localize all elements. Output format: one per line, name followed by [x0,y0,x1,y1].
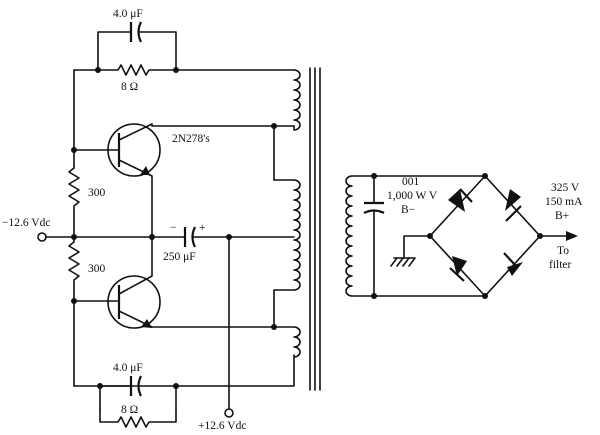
diode-2 [505,189,521,211]
label-cap-bottom: 4.0 μF [113,362,143,374]
label-cap-top: 4.0 μF [113,8,143,20]
labels: 4.0 μF 8 Ω 2N278's 300 −12.6 Vdc 300 − +… [2,8,583,432]
bottom-rc-network [73,354,295,428]
label-filter-cap-1: 001 [402,176,420,188]
cap-top-plate-right [137,21,142,43]
label-filter-cap-2: 1,000 W V [387,190,438,202]
mid-capacitor [151,226,295,418]
secondary-capacitor [363,173,385,299]
bias-network [37,69,153,387]
supply-terminal [224,408,234,418]
label-to: To [557,245,569,257]
label-cap-mid-plus: + [199,222,206,234]
label-supply: +12.6 Vdc [198,420,246,432]
input-terminal [37,232,47,242]
output-arrow [539,231,578,241]
diode-4 [507,262,523,276]
label-filter: filter [549,259,572,271]
bridge-rectifier [427,173,543,299]
resistor-bottom [99,408,177,428]
label-res-top: 8 Ω [121,81,138,93]
transformer-primary [271,69,301,358]
label-out-current: 150 mA [545,196,583,208]
top-rc-network [73,21,295,76]
diode-1 [448,189,465,212]
label-res-lower: 300 [88,263,106,275]
transistor-lower [73,234,275,329]
label-input: −12.6 Vdc [2,217,50,229]
label-res-bottom: 8 Ω [121,404,138,416]
transformer-core [309,67,321,391]
label-cap-mid: 250 μF [163,251,196,263]
label-b-plus: B+ [555,210,569,222]
label-b-minus: B− [401,204,415,216]
label-transistor: 2N278's [172,133,210,145]
label-out-voltage: 325 V [551,182,580,194]
diode-3 [452,256,467,276]
label-res-upper: 300 [88,187,106,199]
resistor-300-lower [68,236,80,387]
label-cap-mid-minus: − [170,222,177,234]
resistor-300-upper [68,167,80,238]
resistor-top [73,64,295,76]
ground-symbol [390,235,431,267]
transistor-upper [73,123,275,238]
